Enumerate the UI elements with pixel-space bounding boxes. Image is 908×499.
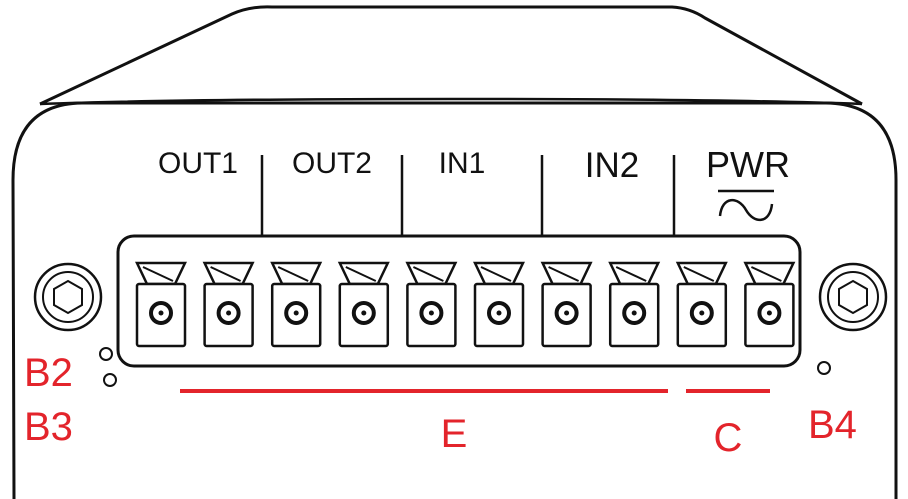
terminal <box>473 261 525 348</box>
terminal-entry-edge <box>683 266 715 282</box>
terminal-entry-edge <box>412 266 444 282</box>
terminal-wire-entry <box>202 261 255 286</box>
enclosure-top-edge <box>39 97 863 106</box>
callout-c: C <box>714 416 743 460</box>
terminal-screw-center <box>496 310 502 316</box>
terminal-entry-edge <box>750 266 782 282</box>
terminal-wire-entry <box>540 261 593 286</box>
enclosure-top <box>39 5 863 106</box>
led-b2 <box>99 347 113 361</box>
callout-e: E <box>441 412 468 456</box>
hex-socket-screw-icon <box>818 262 888 332</box>
port-separators <box>260 155 676 238</box>
terminal <box>337 261 390 348</box>
terminal <box>202 261 255 348</box>
port-label-in1: IN1 <box>439 147 486 180</box>
terminal-wire-entry <box>473 261 525 286</box>
terminal <box>405 261 458 348</box>
terminal-entry-edge <box>277 266 309 282</box>
terminal <box>540 261 593 348</box>
terminal-wire-entry <box>743 261 796 286</box>
terminal-entry-edge <box>142 266 174 282</box>
terminal-screw-center <box>158 310 164 316</box>
callout-b2: B2 <box>24 351 73 395</box>
port-label-out1: OUT1 <box>158 147 238 180</box>
terminal-screw-center <box>631 310 637 316</box>
terminal-entry-edge <box>210 266 242 282</box>
terminal-screw-center <box>564 310 570 316</box>
terminal <box>270 261 323 348</box>
terminal-wire-entry <box>337 261 390 286</box>
terminal <box>743 261 796 348</box>
port-label-pwr: PWR <box>706 144 790 185</box>
terminal-screw-center <box>293 310 299 316</box>
terminal <box>608 261 661 348</box>
front-face-outline <box>11 101 898 499</box>
terminal-screw-center <box>226 310 232 316</box>
terminal-screw-center <box>428 310 434 316</box>
terminal-entry-edge <box>480 266 512 282</box>
port-label-out2: OUT2 <box>292 147 372 180</box>
terminal <box>135 261 187 348</box>
terminal-screw-center <box>766 310 772 316</box>
terminal-wire-entry <box>270 261 323 286</box>
callout-b4: B4 <box>808 403 857 447</box>
terminals <box>135 261 796 348</box>
led-b3 <box>103 373 117 387</box>
terminal-wire-entry <box>675 261 728 286</box>
led-b4 <box>817 361 831 375</box>
terminal-entry-edge <box>548 266 580 282</box>
ac-power-icon <box>718 189 774 221</box>
terminal-screw-center <box>361 310 367 316</box>
terminal-wire-entry <box>608 261 661 286</box>
terminal-wire-entry <box>135 261 187 286</box>
hex-socket-screw-icon <box>33 262 103 332</box>
callout-b3: B3 <box>24 405 73 449</box>
terminal <box>675 261 728 348</box>
terminal-wire-entry <box>405 261 458 286</box>
terminal-entry-edge <box>345 266 377 282</box>
terminal-entry-edge <box>615 266 647 282</box>
terminal-screw-center <box>699 310 705 316</box>
port-label-in2: IN2 <box>585 146 639 185</box>
